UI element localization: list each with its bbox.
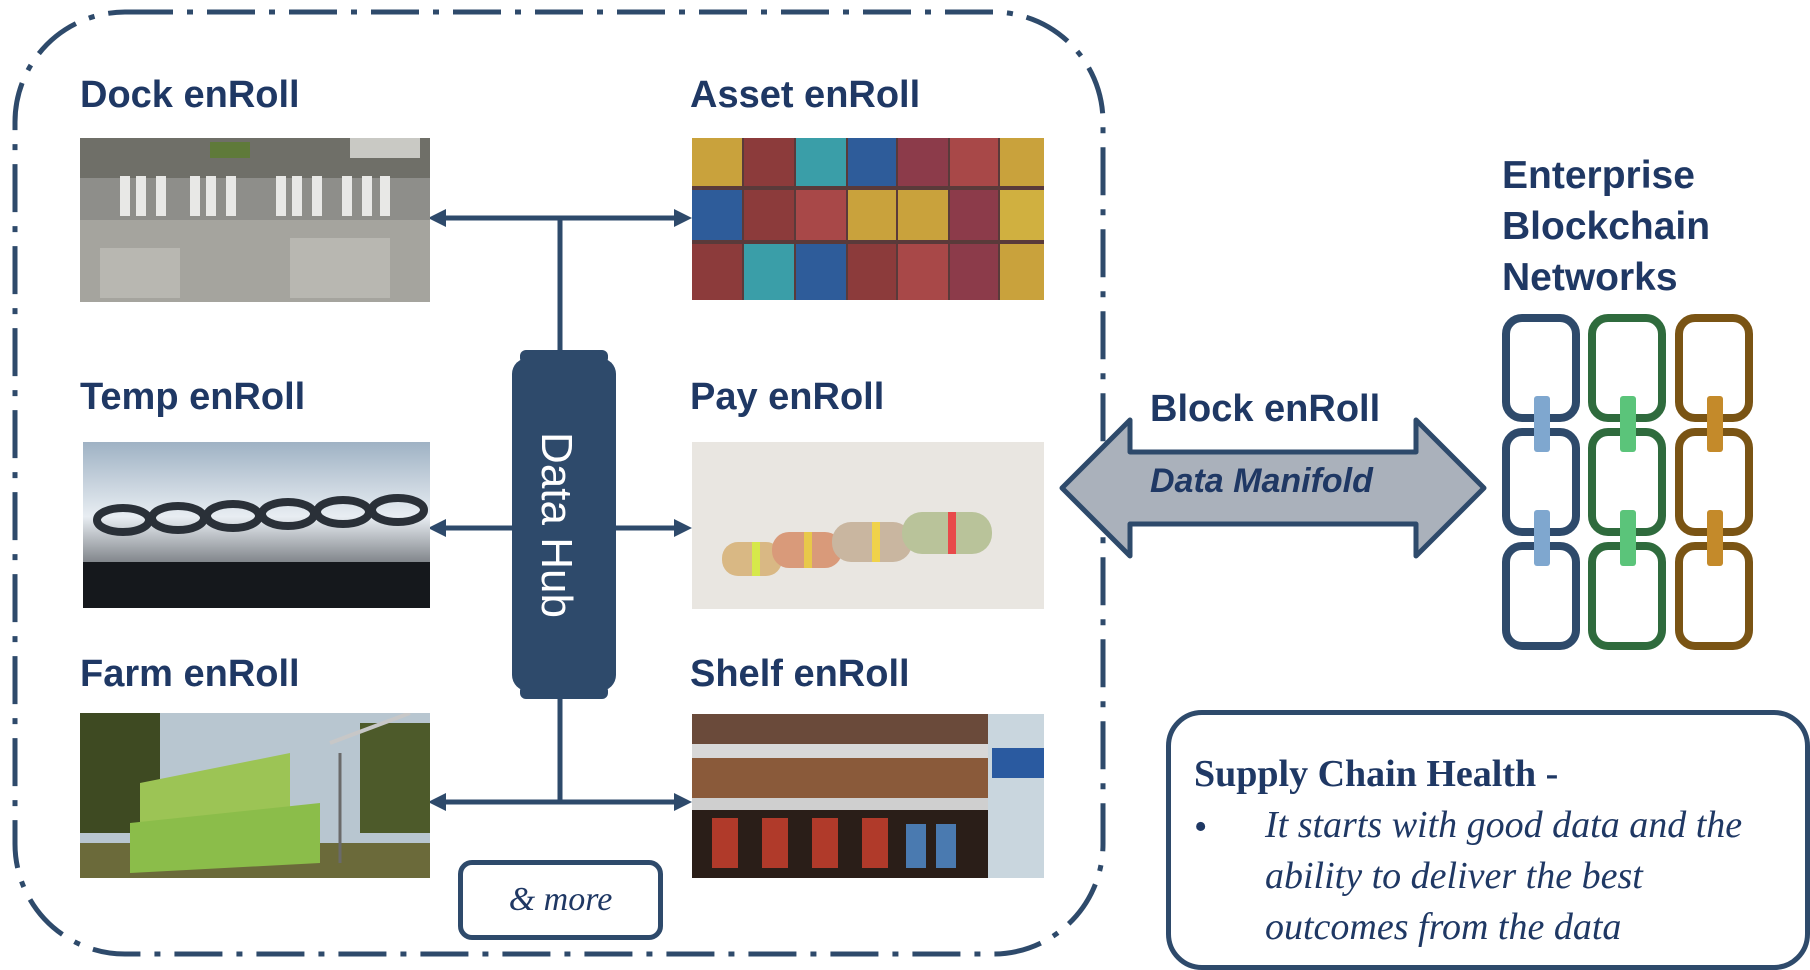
module-title-dock: Dock enRoll [80,74,300,116]
pay-photo [692,442,1044,609]
module-title-temp: Temp enRoll [80,376,306,418]
hub-connectors [440,215,680,805]
blockchain-chain-brown [1675,314,1753,650]
enterprise-blockchain-title: Enterprise Blockchain Networks [1502,150,1710,303]
dock-photo [80,138,430,302]
data-manifold-label: Data Manifold [1150,462,1373,500]
data-hub-pillar [512,358,616,691]
shelf-photo [692,714,1044,878]
module-title-pay: Pay enRoll [690,376,885,418]
supply-chain-health-title: Supply Chain Health - [1194,753,1559,795]
temp-photo [83,442,430,608]
module-title-asset: Asset enRoll [690,74,921,116]
module-title-farm: Farm enRoll [80,653,300,695]
enterprise-title-line3: Networks [1502,256,1678,299]
enterprise-title-line1: Enterprise [1502,154,1695,197]
more-box: & more [458,860,663,940]
data-hub-label: Data Hub [532,432,582,618]
block-enroll-title: Block enRoll [1150,388,1381,430]
more-label: & more [508,881,613,918]
asset-photo [692,138,1044,300]
module-title-shelf: Shelf enRoll [690,653,910,695]
blockchain-chain-blue [1502,314,1580,650]
farm-photo [80,713,430,878]
connector-arrowheads [428,209,692,811]
data-manifold-arrow [1059,417,1487,559]
enterprise-title-line2: Blockchain [1502,205,1711,248]
blockchain-chain-green [1588,314,1666,650]
data-hub: Data Hub [500,355,612,695]
supply-chain-health-text: It starts with good data and the ability… [1265,804,1743,948]
health-bullet: • [1194,806,1208,848]
